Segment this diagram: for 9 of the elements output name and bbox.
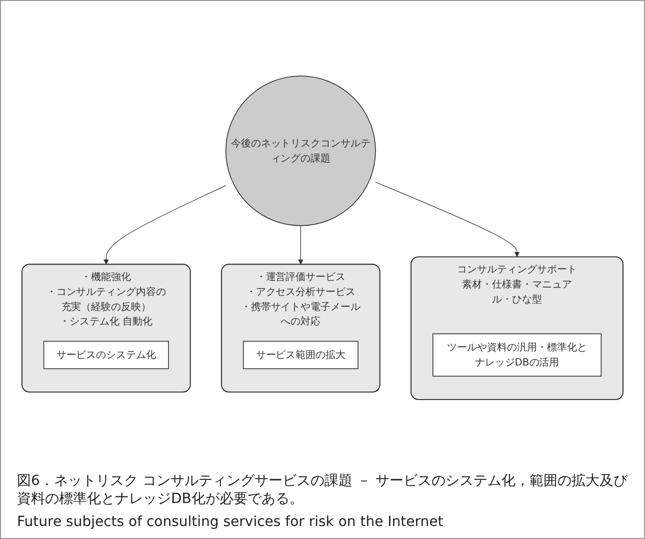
arrow <box>375 181 520 257</box>
caption-note: Future subjects of consulting services for risk on the Internet <box>17 514 444 530</box>
node-box: サービスのシステム化 <box>43 340 169 369</box>
node-circle: 今後のネットリスクコンサルティングの課題 <box>226 75 376 226</box>
arrow <box>298 225 304 264</box>
figure-caption: 図6．ネットリスク コンサルティングサービスの課題 － サービスのシステム化，範囲の拡大及び資料の標準化とナレッジDB化が必要である。 <box>17 472 628 508</box>
node-box: サービス範囲の拡大 <box>242 340 358 369</box>
arrow <box>103 184 226 264</box>
node-box: ツールや資料の汎用・標準化とナレッジDBの活用 <box>432 333 602 376</box>
